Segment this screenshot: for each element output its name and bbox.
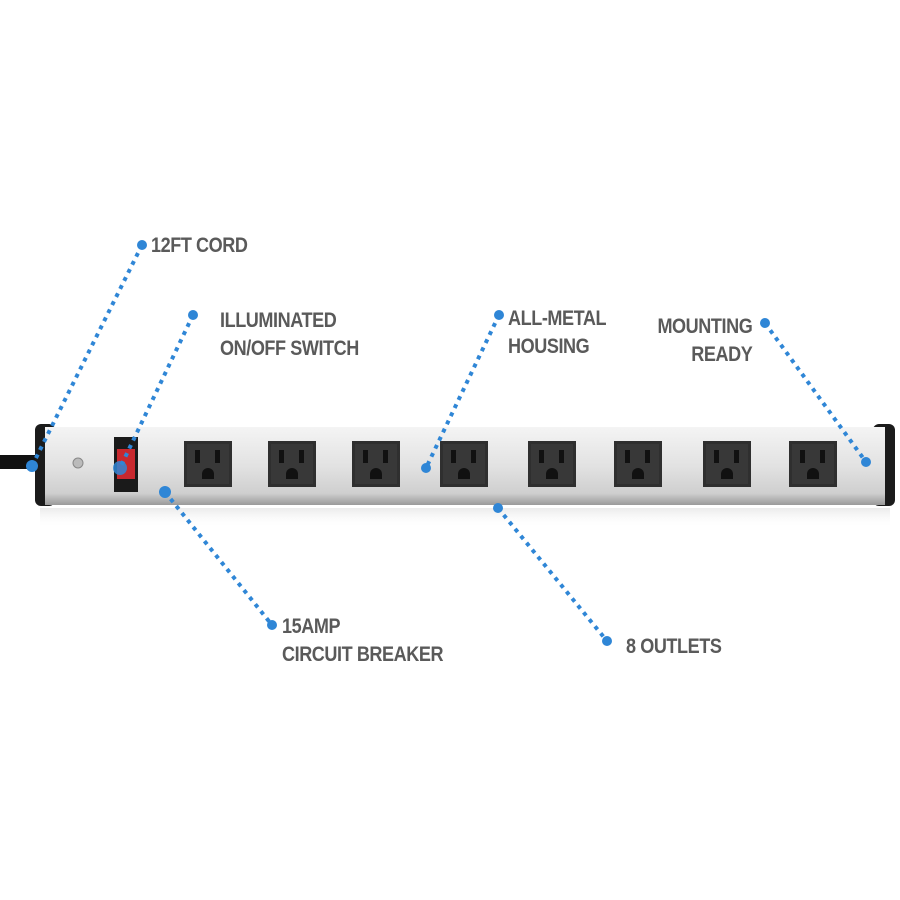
callout-outlets-text: 8 OUTLETS — [626, 635, 722, 658]
callout-dots — [26, 240, 871, 646]
callout-switch-line1: ILLUMINATED — [220, 309, 337, 332]
callout-housing-line1: ALL-METAL — [508, 307, 607, 330]
callout-switch-line2: ON/OFF SWITCH — [220, 337, 359, 360]
callout-breaker-line1: 15AMP — [282, 615, 341, 638]
callout-mounting: MOUNTING READY — [657, 313, 752, 369]
callout-breaker-line2: CIRCUIT BREAKER — [282, 643, 444, 666]
callout-outlets: 8 OUTLETS — [626, 633, 722, 661]
callout-cord-text: 12FT CORD — [151, 234, 248, 257]
callout-cord: 12FT CORD — [151, 232, 248, 260]
callout-housing: ALL-METAL HOUSING — [508, 305, 607, 361]
callout-mounting-line2: READY — [690, 343, 753, 366]
screw-icon — [72, 457, 84, 469]
callout-mounting-line1: MOUNTING — [657, 315, 752, 338]
callout-switch: ILLUMINATED ON/OFF SWITCH — [220, 307, 359, 363]
callout-housing-line2: HOUSING — [508, 335, 590, 358]
callout-leader-lines — [30, 244, 868, 643]
callout-breaker: 15AMP CIRCUIT BREAKER — [282, 613, 444, 669]
